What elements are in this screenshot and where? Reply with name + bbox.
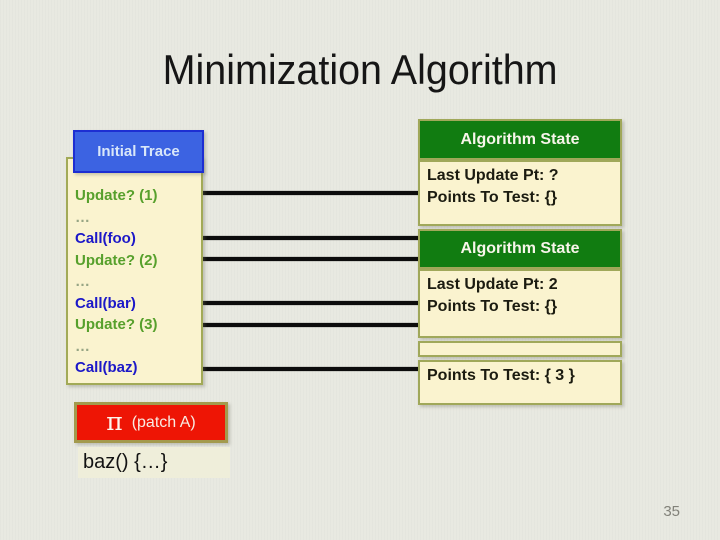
empty-state-strip: [418, 341, 622, 357]
arrow-state1-to-update1: [177, 187, 418, 199]
state-3-points-to-test: Points To Test: { 3 }: [427, 367, 575, 384]
pi-symbol: π: [106, 406, 123, 436]
algorithm-state-box-2: Last Update Pt: 2 Points To Test: {}: [418, 269, 622, 338]
arrow-test3-to-callbaz: [175, 363, 418, 375]
algorithm-state-box-1: Last Update Pt: ? Points To Test: {}: [418, 160, 622, 226]
algorithm-state-header-1: Algorithm State: [418, 119, 622, 160]
slide-title-text: Minimization Algorithm: [162, 46, 558, 93]
slide-title: Minimization Algorithm: [0, 44, 720, 96]
initial-trace-header: Initial Trace: [73, 130, 204, 173]
state-2-points-to-test: Points To Test: {}: [427, 297, 558, 315]
trace-line-ellipsis-3: …: [75, 337, 92, 355]
state-1-points-to-test: Points To Test: {}: [427, 188, 558, 206]
trace-line-update-2: Update? (2): [75, 251, 158, 269]
trace-line-update-1: Update? (1): [75, 187, 158, 204]
trace-line-ellipsis-1: …: [75, 208, 92, 226]
arrow-state2-to-update2: [177, 253, 418, 265]
code-snippet-baz: baz() {…}: [78, 447, 230, 478]
arrow-state2-to-update3: [177, 319, 418, 331]
trace-line-call-foo: Call(foo): [75, 230, 136, 247]
page-number: 35: [663, 503, 680, 520]
trace-line-ellipsis-2: …: [75, 273, 92, 290]
points-to-test-box: Points To Test: { 3 }: [418, 360, 622, 405]
trace-panel: Update? (1) … Call(foo) Update? (2) … Ca…: [66, 157, 203, 385]
arrow-state2-to-callfoo: [184, 232, 418, 244]
patch-label: (patch A): [131, 413, 196, 431]
arrow-state2-to-callbar: [184, 297, 418, 309]
trace-line-call-baz: Call(baz): [75, 359, 138, 376]
patch-box: π (patch A): [74, 402, 228, 443]
state-1-last-update: Last Update Pt: ?: [427, 167, 559, 184]
state-2-last-update: Last Update Pt: 2: [427, 276, 558, 293]
trace-line-update-3: Update? (3): [75, 316, 158, 333]
trace-line-call-bar: Call(bar): [75, 294, 136, 312]
algorithm-state-header-2: Algorithm State: [418, 229, 622, 269]
